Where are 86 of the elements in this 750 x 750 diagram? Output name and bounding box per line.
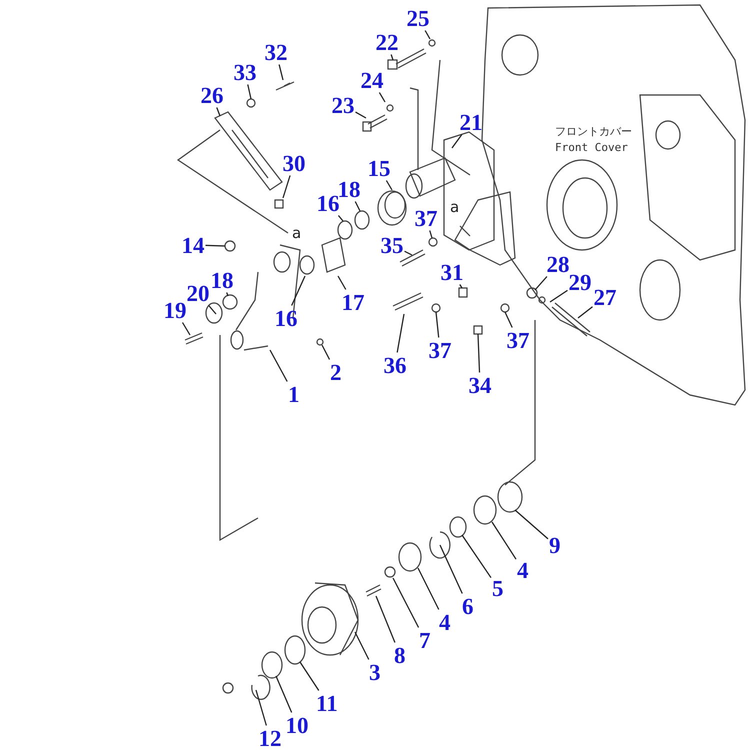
leader-line [375, 596, 396, 643]
callout-number: 37 [428, 338, 452, 362]
leader-line [255, 690, 267, 726]
callout-number: 18 [210, 268, 234, 292]
reference-letter: a [450, 200, 460, 215]
leader-line [404, 250, 412, 256]
leader-line [337, 276, 346, 290]
leader-line [386, 180, 393, 190]
cover-label: Front Cover [555, 142, 628, 153]
callout-number: 14 [182, 234, 204, 256]
leader-line [492, 522, 516, 560]
callout-number: 24 [360, 68, 384, 92]
leader-line [392, 578, 420, 628]
reference-letter: a [292, 226, 302, 241]
leader-line [300, 662, 320, 691]
leader-line [275, 676, 292, 713]
leader-line [452, 134, 462, 148]
leader-line [208, 305, 216, 314]
leader-line [477, 334, 480, 373]
leader-line [247, 84, 252, 100]
leader-line [550, 290, 568, 302]
leader-line [355, 112, 366, 119]
callout-number: 11 [316, 692, 338, 714]
leader-line [269, 350, 288, 382]
callout-number: 16 [316, 192, 340, 214]
callout-number: 15 [368, 156, 390, 180]
callout-number: 8 [394, 644, 406, 666]
callout-number: 19 [164, 298, 186, 322]
callout-number: 22 [376, 30, 398, 54]
leader-line [424, 30, 431, 40]
leader-line [504, 312, 513, 328]
leader-line [459, 284, 462, 288]
callout-number: 10 [286, 714, 308, 736]
leader-line [534, 276, 548, 290]
callout-number: 4 [517, 558, 528, 582]
leader-line [354, 632, 370, 660]
leader-line [226, 292, 229, 296]
callout-number: 26 [200, 84, 224, 106]
leader-line [514, 510, 548, 540]
callout-number: 32 [264, 40, 288, 64]
callout-number: 27 [594, 286, 616, 308]
callout-number: 20 [186, 282, 210, 304]
callout-number: 1 [288, 382, 300, 406]
callout-number: 34 [468, 374, 492, 396]
callout-number: 31 [440, 260, 464, 284]
callout-number: 37 [506, 328, 530, 352]
leader-line [396, 314, 405, 353]
leader-line [417, 568, 440, 610]
leader-line [278, 64, 284, 80]
callout-number: 25 [406, 6, 430, 30]
leader-line [390, 54, 394, 60]
callout-number: 4 [439, 610, 450, 634]
leader-line [354, 201, 361, 212]
callout-number: 7 [419, 628, 430, 652]
leader-line [578, 306, 593, 318]
callout-number: 35 [380, 234, 404, 256]
callout-number: 16 [274, 306, 298, 330]
callout-number: 28 [546, 252, 570, 276]
leader-line [338, 215, 344, 222]
leader-line [439, 544, 463, 594]
callout-number: 33 [234, 60, 256, 84]
leader-line [291, 276, 306, 306]
leader-line [282, 175, 291, 198]
leader-line [429, 230, 433, 238]
callout-number: 37 [414, 206, 438, 230]
callout-number: 30 [282, 152, 306, 174]
leader-line [462, 534, 492, 578]
leader-line [205, 244, 226, 247]
callout-number: 23 [332, 94, 354, 116]
callout-number: 18 [338, 178, 360, 200]
callout-number: 9 [549, 534, 560, 556]
callout-number: 12 [258, 726, 282, 750]
callout-number: 21 [460, 110, 482, 134]
cover-label: フロントカバー [555, 126, 632, 137]
callout-number: 5 [492, 576, 504, 600]
callout-number: 29 [568, 270, 592, 294]
callout-number: 6 [462, 594, 474, 618]
leader-line [321, 344, 330, 360]
leader-line [378, 92, 386, 102]
leader-line [182, 322, 191, 336]
callout-number: 3 [369, 660, 380, 684]
callout-number: 36 [384, 354, 406, 376]
leader-line [216, 107, 221, 116]
leader-line [435, 312, 440, 338]
callout-number: 17 [342, 290, 364, 314]
callout-number: 2 [330, 360, 342, 384]
